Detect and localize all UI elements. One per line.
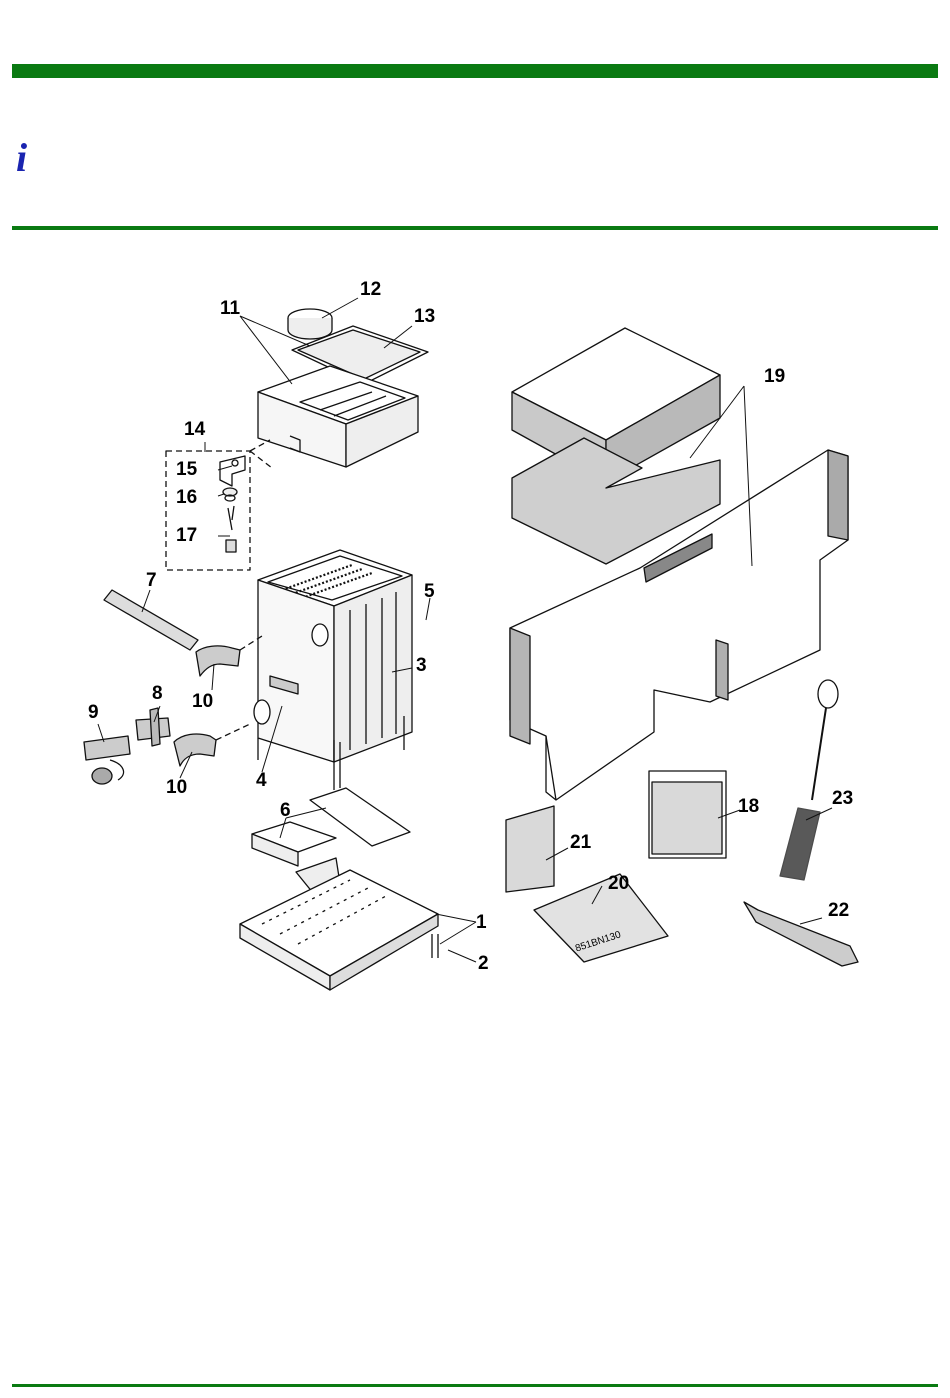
label-4: 4 [256,771,267,791]
label-17: 17 [176,526,197,546]
label-14: 14 [184,420,205,440]
label-10-lower: 10 [166,778,187,798]
label-5: 5 [424,582,435,602]
insulation-panels [510,328,848,800]
fittings [84,708,250,784]
label-13: 13 [414,307,435,327]
brush-and-sealant [744,680,858,966]
label-2: 2 [478,954,489,974]
label-22: 22 [828,901,849,921]
flue-hood [258,309,428,467]
label-12: 12 [360,280,381,300]
label-16: 16 [176,488,197,508]
label-11: 11 [220,299,240,319]
label-15: 15 [176,460,197,480]
label-6: 6 [280,801,291,821]
base-frame [240,788,438,990]
flow-pipe [104,590,262,676]
label-21: 21 [570,833,591,853]
label-20: 20 [608,874,629,894]
label-7: 7 [146,571,157,591]
label-3: 3 [416,656,427,676]
label-18: 18 [738,797,759,817]
label-8: 8 [152,684,163,704]
boiler-block [254,550,412,790]
label-23: 23 [832,789,853,809]
label-10-upper: 10 [192,692,213,712]
label-1: 1 [476,913,487,933]
label-9: 9 [88,703,99,723]
label-19: 19 [764,367,785,387]
